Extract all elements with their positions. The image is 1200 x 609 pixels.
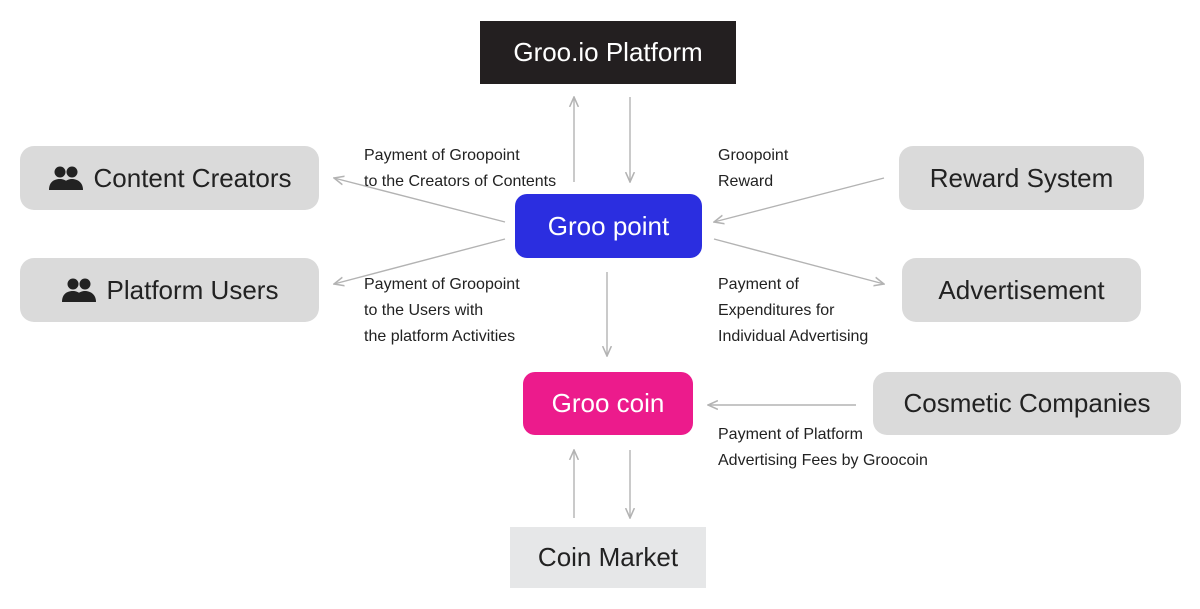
arrow-point-to-creators: [334, 178, 506, 223]
people-icon: [61, 277, 97, 303]
content-creators-label: Content Creators: [93, 162, 292, 193]
arrow-point-to-users: [334, 238, 506, 284]
groo-io-platform-box: Groo.io Platform: [480, 21, 736, 84]
arrow-reward-to-point: [714, 177, 885, 222]
groo-point-box: Groo point: [515, 194, 702, 258]
people-icon: [48, 165, 84, 191]
reward-system-box: Reward System: [899, 146, 1144, 210]
coin-market-box: Coin Market: [510, 527, 706, 588]
platform-users-label: Platform Users: [106, 274, 279, 305]
platform-users-box: Platform Users: [20, 258, 319, 322]
arrow-point-to-advertisement: [713, 238, 884, 284]
reward-label: Groopoint Reward: [718, 147, 789, 190]
creators-payment-label: Payment of Groopoint to the Creators of …: [364, 147, 557, 190]
advertisement-box: Advertisement: [902, 258, 1141, 322]
cosmetic-companies-label: Cosmetic Companies: [903, 388, 1151, 418]
groo-coin-label: Groo coin: [551, 388, 665, 418]
coin-market-label: Coin Market: [537, 542, 679, 572]
advertising-expenditure-label: Payment of Expenditures for Individual A…: [718, 276, 869, 345]
groo-coin-box: Groo coin: [523, 372, 693, 435]
users-payment-label: Payment of Groopoint to the Users with t…: [364, 276, 520, 345]
groo-point-label: Groo point: [547, 210, 670, 241]
advertisement-label: Advertisement: [938, 274, 1105, 305]
cosmetic-companies-box: Cosmetic Companies: [873, 372, 1181, 435]
content-creators-box: Content Creators: [20, 146, 319, 210]
reward-system-label: Reward System: [929, 162, 1114, 193]
advertising-fees-label: Payment of Platform Advertising Fees by …: [718, 426, 928, 469]
groo-io-platform-label: Groo.io Platform: [513, 37, 703, 67]
